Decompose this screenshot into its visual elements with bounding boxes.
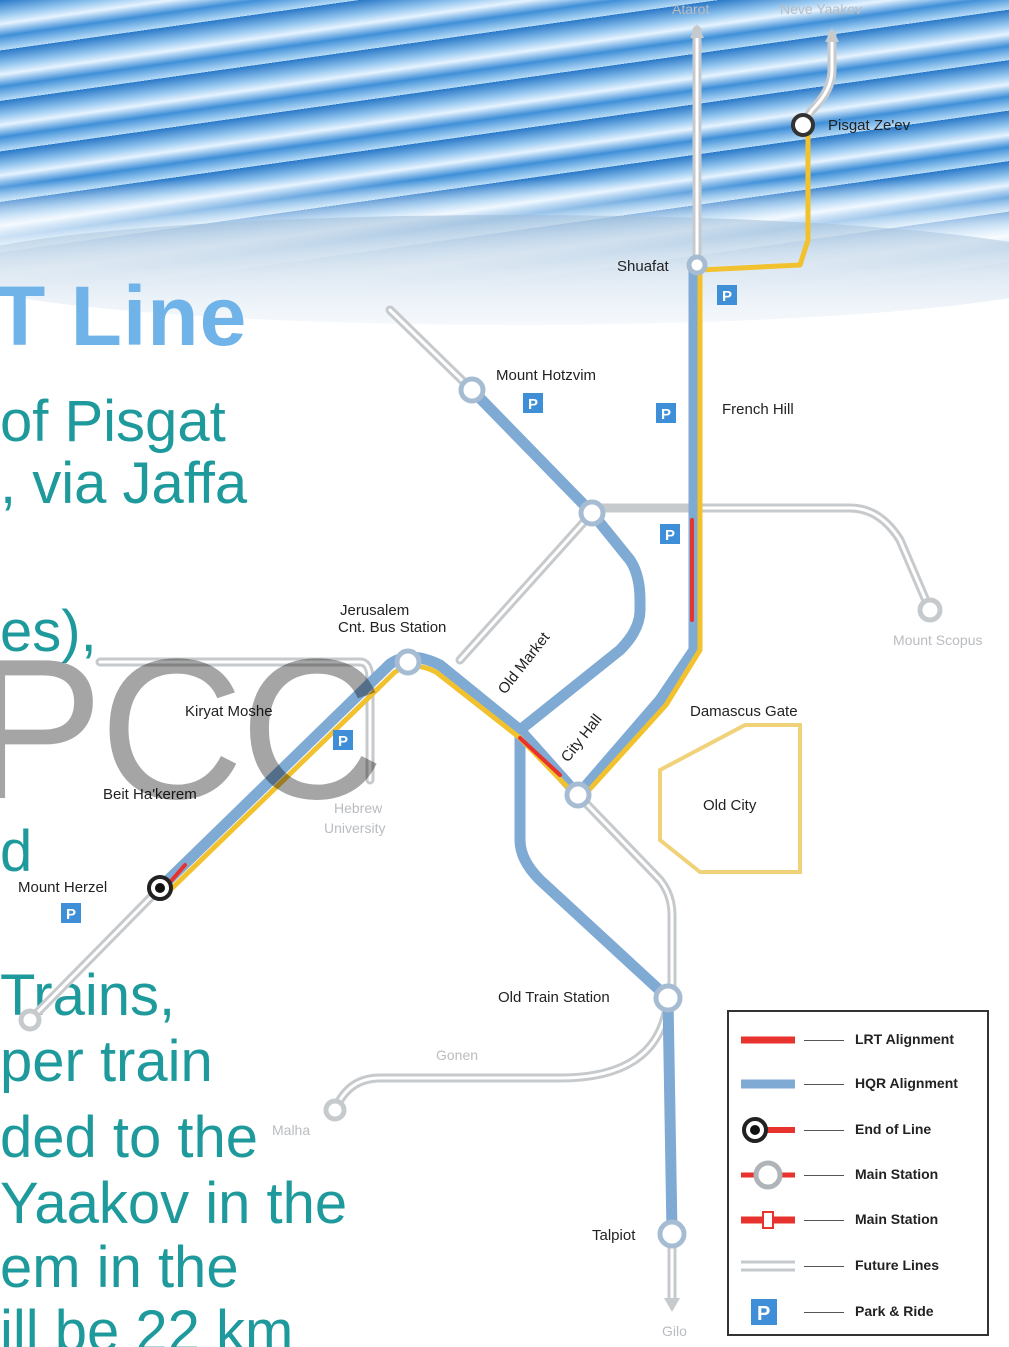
label-future-hebrew: Hebrew [334,800,383,816]
bullet-line: es), [0,599,97,664]
arrow-down-icon [664,1298,680,1312]
label-kiryat-moshe: Kiryat Moshe [185,703,273,720]
station-city-hall [564,781,592,809]
legend-row: Main Station [729,1200,987,1240]
station-mount-herzel-sw [18,1008,42,1032]
hqr-line-south [514,724,678,1238]
bullet-line: per train [0,1029,213,1094]
station-old-train [653,983,683,1013]
label-old-market: Old Market [495,629,554,698]
arrow-up-icon [690,24,704,38]
bullet-line: em in the [0,1235,239,1300]
label-damascus-gate: Damascus Gate [690,703,798,720]
main-station-red-icon [741,1211,795,1229]
park-ride-icon: P [661,406,671,423]
park-ride-icon: P [722,288,732,305]
label-old-city: Old City [703,797,757,814]
legend-label: HQR Alignment [855,1075,958,1091]
park-ride-icon: P [751,1299,777,1325]
label-future-atarot: Atarot [672,1,709,17]
label-future-gilo: Gilo [662,1323,687,1339]
future-line-neve-yaakov [797,30,837,129]
label-future-mount-scopus: Mount Scopus [893,632,983,648]
label-old-train-station: Old Train Station [498,989,610,1006]
header-swoosh [0,215,1009,325]
hqr-line-main [154,264,700,894]
end-of-line-icon [742,1117,795,1143]
end-of-line-pisgat [791,113,815,137]
label-french-hill: French Hill [722,401,794,418]
label-future-neve-yaakov: Neve Yaakov [780,1,862,17]
slide-title: T Line [0,269,248,363]
bullet-line: ded to the [0,1105,258,1170]
park-ride-icon: P [528,396,538,413]
legend-label: Main Station [855,1211,939,1227]
station-malha [323,1098,347,1122]
bullet-line: Yaakov in the [0,1171,348,1236]
label-talpiot: Talpiot [592,1227,636,1244]
label-jerusalem-sub: Cnt. Bus Station [338,619,446,636]
legend-label: LRT Alignment [855,1031,955,1047]
station-mount-scopus [917,597,943,623]
legend-row: P Park & Ride [729,1292,987,1332]
station-jerusalem [394,648,422,676]
label-jerusalem: Jerusalem [340,602,409,619]
svg-text:P: P [757,1303,770,1325]
station-talpiot [657,1219,687,1249]
label-shuafat: Shuafat [617,258,670,275]
stations [18,254,943,1249]
hqr-lines [154,264,700,1238]
label-future-university: University [324,820,385,836]
hqr-line-icon [741,1079,795,1089]
legend-row: End of Line [729,1110,987,1150]
bullet-line: , via Jaffa [0,451,248,516]
legend-row: LRT Alignment [729,1020,987,1060]
legend-label: Main Station [855,1166,939,1182]
future-line-north-west [587,503,697,518]
park-ride-icon: P [338,733,348,750]
station-shuafat [686,254,708,276]
label-future-gonen: Gonen [436,1047,478,1063]
label-future-malha: Malha [272,1122,310,1138]
legend-row: Main Station [729,1155,987,1195]
park-ride-icon: P [66,906,76,923]
label-mount-hotzvim: Mount Hotzvim [496,367,596,384]
label-pisgat-zeev: Pisgat Ze'ev [828,117,911,134]
legend-row: Future Lines [729,1246,987,1286]
bullet-line: of Pisgat [0,389,226,454]
bullet-line: d [0,819,33,884]
legend-label: Future Lines [855,1257,940,1273]
legend-label: End of Line [855,1121,932,1137]
future-line-mount-scopus [687,503,935,615]
park-ride-icon: P [665,527,675,544]
station-mount-hotzvim [458,376,486,404]
lrt-line-icon [741,1036,795,1044]
map-legend: LRT Alignment HQR Alignment End of Line [727,1010,989,1336]
legend-row: HQR Alignment [729,1064,987,1104]
label-mount-herzel: Mount Herzel [18,879,107,896]
park-ride-markers: P P P P P P [61,285,737,923]
old-city-outline [658,723,802,874]
future-lines-icon [741,1260,795,1272]
future-line-malha [330,995,673,1115]
hqr-line-hotzvim [466,384,646,736]
arrow-up-icon [825,28,839,42]
station-north-junction [578,499,606,527]
label-city-hall: City Hall [558,711,606,765]
label-beit-hakerem: Beit Ha'kerem [103,786,197,803]
bullet-line: ill be 22 km [0,1299,294,1347]
legend-label: Park & Ride [855,1303,934,1319]
watermark-text: PCC [0,618,384,841]
future-line-south [573,790,677,1005]
main-station-ring-icon [741,1160,795,1190]
